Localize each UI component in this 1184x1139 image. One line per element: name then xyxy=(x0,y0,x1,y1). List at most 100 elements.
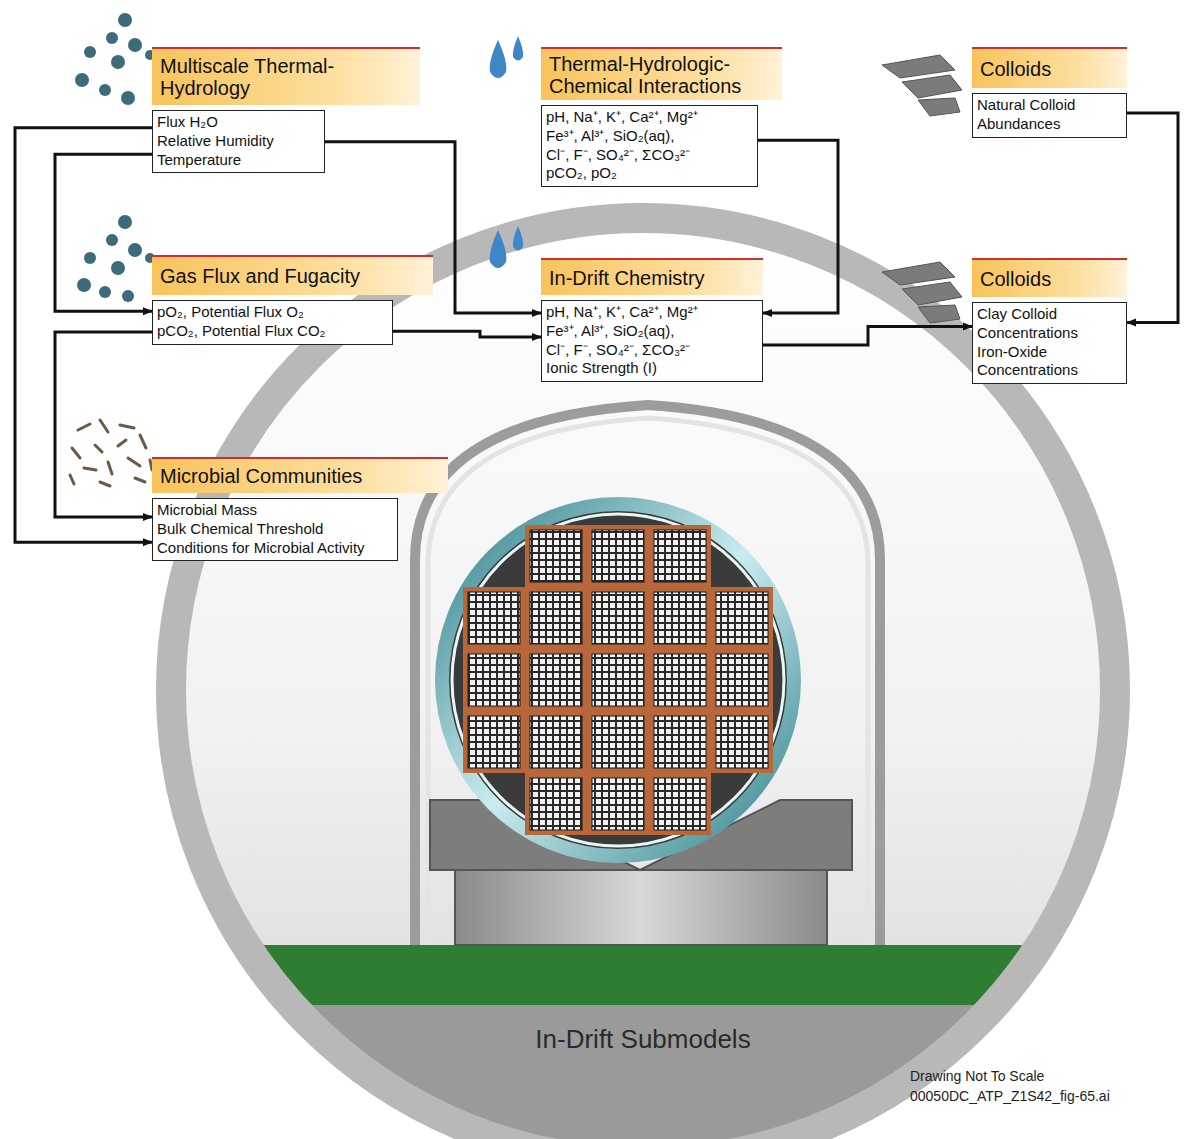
parameter-text: pCO₂, Potential Flux CO₂ xyxy=(157,322,388,341)
water-drop-icon xyxy=(490,36,523,78)
assembly-frame xyxy=(649,649,711,711)
colloid-icon xyxy=(882,262,962,323)
submodel-box: Multiscale Thermal-HydrologyFlux H₂ORela… xyxy=(152,47,420,173)
assembly-frame xyxy=(587,711,649,773)
output-list: Flux H₂ORelative HumidityTemperature xyxy=(152,110,325,173)
heading-band: Colloids xyxy=(972,258,1127,297)
waste-package-inner xyxy=(452,514,784,846)
assembly-frame xyxy=(649,711,711,773)
fuel-assembly xyxy=(592,530,644,582)
submodel-box: ColloidsNatural Colloid Abundances xyxy=(972,47,1127,138)
fuel-assembly xyxy=(530,530,582,582)
parameter-text: Microbial Mass xyxy=(157,501,393,520)
microbe xyxy=(70,475,74,484)
data-flow-arrow xyxy=(393,331,541,337)
parameter-text: Temperature xyxy=(157,151,320,170)
drip-shield-inner xyxy=(428,418,868,945)
microbe xyxy=(108,462,112,474)
heading-band: Multiscale Thermal-Hydrology xyxy=(152,47,420,105)
waste-package xyxy=(442,504,794,856)
fuel-assembly xyxy=(468,716,520,768)
parameter-text: pCO₂, pO₂ xyxy=(546,164,753,183)
parameter-text: Iron-Oxide Concentrations xyxy=(977,343,1122,381)
submodel-title: Colloids xyxy=(980,58,1051,80)
data-flow-arrow xyxy=(763,327,972,346)
fuel-assembly xyxy=(654,716,706,768)
submodel-box: In-Drift Chemistry pH, Na⁺, K⁺, Ca²⁺, Mg²… xyxy=(541,258,763,382)
parameter-text: Cl⁻, F⁻, SO₄²⁻, ΣCO₃²⁻ xyxy=(546,146,753,165)
data-flow-arrow xyxy=(1127,113,1178,322)
parameter-text: Flux H₂O xyxy=(157,113,320,132)
assembly-frame xyxy=(525,773,587,835)
microbe-icon xyxy=(70,420,152,486)
parameter-text: pH, Na⁺, K⁺, Ca²⁺, Mg²⁺ xyxy=(546,108,753,127)
submodel-title: Multiscale Thermal-Hydrology xyxy=(160,55,375,99)
assembly-frame xyxy=(711,711,773,773)
parameter-text: pH, Na⁺, K⁺, Ca²⁺, Mg²⁺ xyxy=(546,303,758,322)
output-list: pH, Na⁺, K⁺, Ca²⁺, Mg²⁺Fe³⁺, Al³⁺, SiO₂(… xyxy=(541,300,763,382)
parameter-text: Bulk Chemical Threshold Conditions for M… xyxy=(157,520,393,558)
microbe xyxy=(118,440,126,446)
fuel-assembly xyxy=(716,592,768,644)
assembly-frame xyxy=(463,587,525,649)
submodel-box: Thermal-Hydrologic-Chemical Interactions… xyxy=(541,47,782,187)
assembly-frame xyxy=(525,711,587,773)
microbe xyxy=(100,482,110,486)
data-flow-arrow xyxy=(15,128,152,543)
drawing-note: 00050DC_ATP_Z1S42_fig-65.ai xyxy=(910,1088,1110,1104)
fuel-assembly xyxy=(654,654,706,706)
submodel-title: In-Drift Chemistry xyxy=(549,267,705,289)
assembly-frame xyxy=(587,525,649,587)
parameter-text: Fe³⁺, Al³⁺, SiO₂(aq), xyxy=(546,322,758,341)
assembly-frame xyxy=(649,773,711,835)
fuel-assembly xyxy=(592,592,644,644)
water-drop-icon xyxy=(490,226,523,268)
microbe xyxy=(120,425,134,428)
submodel-title: Gas Flux and Fugacity xyxy=(160,265,360,287)
microbe xyxy=(84,468,96,470)
microbe xyxy=(95,445,102,452)
drip-shield xyxy=(415,405,880,945)
assembly-frame xyxy=(649,587,711,649)
output-list: Natural Colloid Abundances xyxy=(972,93,1127,138)
assembly-frame xyxy=(525,525,587,587)
submodel-title: Colloids xyxy=(980,268,1051,290)
parameter-text: Fe³⁺, Al³⁺, SiO₂(aq), xyxy=(546,127,753,146)
assembly-frame xyxy=(525,587,587,649)
fuel-assembly xyxy=(654,778,706,830)
fuel-assembly xyxy=(592,654,644,706)
parameter-text: Ionic Strength (I) xyxy=(546,359,758,378)
assembly-frame xyxy=(649,525,711,587)
heading-band: Thermal-Hydrologic-Chemical Interactions xyxy=(541,47,782,100)
parameter-text: Relative Humidity xyxy=(157,132,320,151)
molecule-icon xyxy=(75,13,155,105)
assembly-frame xyxy=(587,649,649,711)
heading-band: Colloids xyxy=(972,47,1127,88)
fuel-assembly xyxy=(716,716,768,768)
fuel-assembly xyxy=(530,716,582,768)
microbe xyxy=(135,478,145,482)
fuel-assembly xyxy=(468,654,520,706)
fuel-assembly xyxy=(530,778,582,830)
fuel-assembly xyxy=(530,654,582,706)
parameter-text: pO₂, Potential Flux O₂ xyxy=(157,303,388,322)
data-flow-arrow xyxy=(55,154,152,311)
colloid-icon xyxy=(882,55,962,116)
assembly-frame xyxy=(463,711,525,773)
assembly-frame xyxy=(711,587,773,649)
output-list: pH, Na⁺, K⁺, Ca²⁺, Mg²⁺Fe³⁺, Al³⁺, SiO₂(… xyxy=(541,105,758,187)
fuel-assemblies xyxy=(463,525,773,835)
submodel-title: Microbial Communities xyxy=(160,465,362,487)
assembly-frame xyxy=(587,587,649,649)
assembly-frame xyxy=(525,649,587,711)
assembly-frame xyxy=(711,649,773,711)
submodel-box: Microbial CommunitiesMicrobial MassBulk … xyxy=(152,457,448,561)
output-list: Microbial MassBulk Chemical Threshold Co… xyxy=(152,498,398,561)
molecule-icon xyxy=(77,215,155,302)
output-list: Clay Colloid ConcentrationsIron-Oxide Co… xyxy=(972,302,1127,384)
output-list: pO₂, Potential Flux O₂pCO₂, Potential Fl… xyxy=(152,300,393,345)
parameter-text: Natural Colloid Abundances xyxy=(977,96,1122,134)
parameter-text: Cl⁻, F⁻, SO₄²⁻, ΣCO₃²⁻ xyxy=(546,341,758,360)
assembly-frame xyxy=(463,649,525,711)
